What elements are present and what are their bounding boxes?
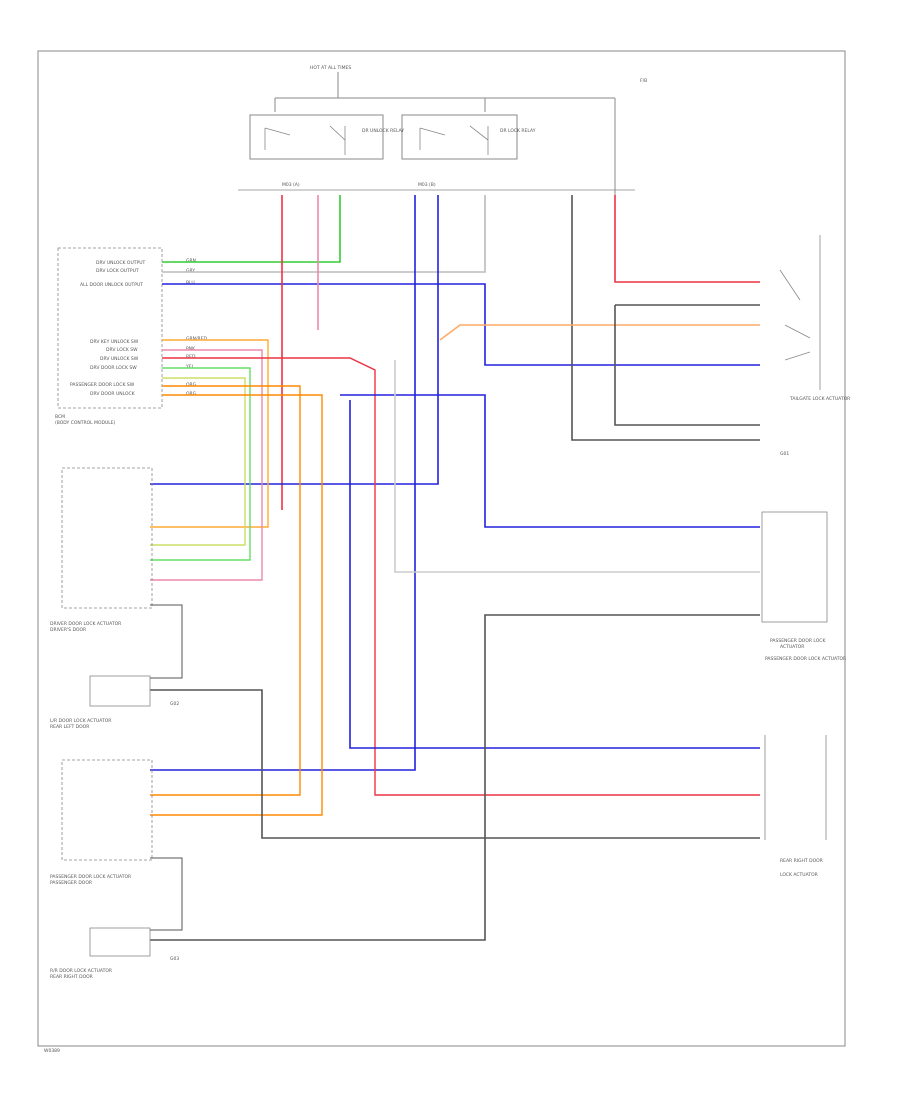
bcm-sublabel: (BODY CONTROL MODULE) — [55, 420, 116, 426]
wire-red-unlock-sw — [162, 357, 760, 796]
power-feed — [274, 72, 616, 195]
diagram-title: HOT AT ALL TIMES — [310, 65, 351, 71]
wire-blue-lock-a — [150, 195, 416, 771]
footer-code: W0389 — [44, 1048, 60, 1054]
wire-blue-rear — [349, 400, 760, 749]
bcm-label: BCM — [55, 414, 65, 420]
passenger-switch-label: PASSENGER DOOR LOCK ACTUATOR — [50, 874, 131, 880]
relay-contacts — [264, 125, 489, 155]
wire-orange-pass — [150, 385, 301, 796]
rr-door-sub: REAR RIGHT DOOR — [50, 974, 93, 980]
passenger-switch-block — [61, 759, 153, 861]
passenger-actuator-sub: ACTUATOR — [780, 644, 804, 650]
wire-gray-pass — [394, 360, 760, 573]
tailgate-actuator — [779, 235, 821, 390]
bcm-pin-label: DRV DOOR UNLOCK — [90, 391, 136, 397]
diagram-frame — [37, 50, 846, 1047]
rear-right-actuator — [764, 735, 827, 840]
driver-switch-label: DRIVER DOOR LOCK ACTUATOR — [50, 621, 121, 627]
bcm-pin-labels: DRV UNLOCK OUTPUT DRV LOCK OUTPUT ALL DO… — [70, 260, 146, 397]
wire-green-upper — [162, 195, 341, 263]
cross-wires — [150, 304, 760, 941]
wire-code: BLU — [186, 280, 195, 286]
passenger-actuator-label: PASSENGER DOOR LOCK — [770, 638, 826, 644]
bcm-module — [57, 247, 163, 409]
bcm-pin-label: DRV UNLOCK SW — [100, 356, 139, 362]
wire-code: RED — [186, 354, 196, 360]
lr-door-block — [89, 675, 151, 707]
passenger-actuator-box — [761, 511, 828, 623]
wire-green-lock-sw — [150, 367, 251, 561]
wire-red-tailgate — [614, 195, 760, 283]
wire-code: GRN — [186, 258, 196, 264]
tailgate-label: TAILGATE LOCK ACTUATOR — [789, 396, 850, 402]
bcm-pin-label: ALL DOOR UNLOCK OUTPUT — [80, 282, 143, 288]
wire-code: ORG — [186, 391, 197, 397]
passenger-door-label: PASSENGER DOOR LOCK ACTUATOR — [765, 656, 846, 662]
lr-door-sub: REAR LEFT DOOR — [50, 724, 89, 730]
wire-gray-upper — [162, 195, 486, 273]
lock-relay-box — [401, 114, 518, 160]
rear-right-label: REAR RIGHT DOOR — [780, 858, 823, 864]
passenger-switch-sub: PASSENGER DOOR — [50, 880, 92, 886]
wire-blue-lock-b — [150, 195, 439, 485]
driver-switch-block — [61, 467, 153, 609]
switch-feed-lines — [150, 604, 183, 931]
wire-orange-key — [150, 339, 269, 528]
connector-label-b: M03 (B) — [418, 182, 436, 188]
wire-code: ORG — [186, 382, 197, 388]
connector-label-a: M03 (A) — [282, 182, 300, 188]
wire-blue-center — [340, 394, 760, 528]
wire-black-relay — [571, 195, 760, 441]
ground-label: G01 — [780, 451, 789, 457]
ground-label: G02 — [170, 701, 179, 707]
fuse-label: F/B — [640, 78, 647, 84]
wire-code: YEL — [185, 364, 195, 370]
wire-black-rear — [150, 689, 760, 839]
bcm-pin-label: DRV DOOR LOCK SW — [90, 365, 137, 371]
ground-label: G03 — [170, 956, 179, 962]
wire-black-tailgate — [614, 305, 760, 426]
wire-orange-drv — [150, 394, 323, 816]
wire-orange-tailgate — [439, 324, 760, 341]
rear-right-sub: LOCK ACTUATOR — [780, 872, 818, 878]
rr-door-block — [89, 927, 151, 957]
unlock-relay-label: DR UNLOCK RELAY — [362, 128, 404, 134]
bcm-pin-label: DRV UNLOCK OUTPUT — [96, 260, 146, 266]
wire-yellow-sw — [150, 377, 246, 546]
wire-code: PNK — [186, 346, 196, 352]
wire-pink-lock — [150, 349, 263, 581]
bcm-pin-label: DRV LOCK OUTPUT — [96, 268, 139, 274]
wire-code: GRN/RED — [186, 336, 207, 342]
bcm-pin-label: PASSENGER DOOR LOCK SW — [70, 382, 135, 388]
bcm-switch-wires — [150, 339, 760, 816]
bcm-pin-label: DRV KEY UNLOCK SW — [90, 339, 139, 345]
wire-code: GRY — [186, 268, 195, 274]
bcm-wire-codes: GRN GRY BLU GRN/RED PNK RED YEL ORG ORG — [185, 258, 207, 397]
relay-vertical-wires — [150, 195, 760, 771]
rr-door-label: R/R DOOR LOCK ACTUATOR — [50, 968, 112, 974]
bcm-pin-label: DRV LOCK SW — [106, 347, 138, 353]
unlock-relay-box — [249, 114, 384, 160]
wire-black-pass — [150, 614, 760, 941]
lock-relay-label: DR LOCK RELAY — [500, 128, 536, 134]
lr-door-label: L/R DOOR LOCK ACTUATOR — [50, 718, 111, 724]
driver-switch-sub: DRIVER'S DOOR — [50, 627, 86, 633]
